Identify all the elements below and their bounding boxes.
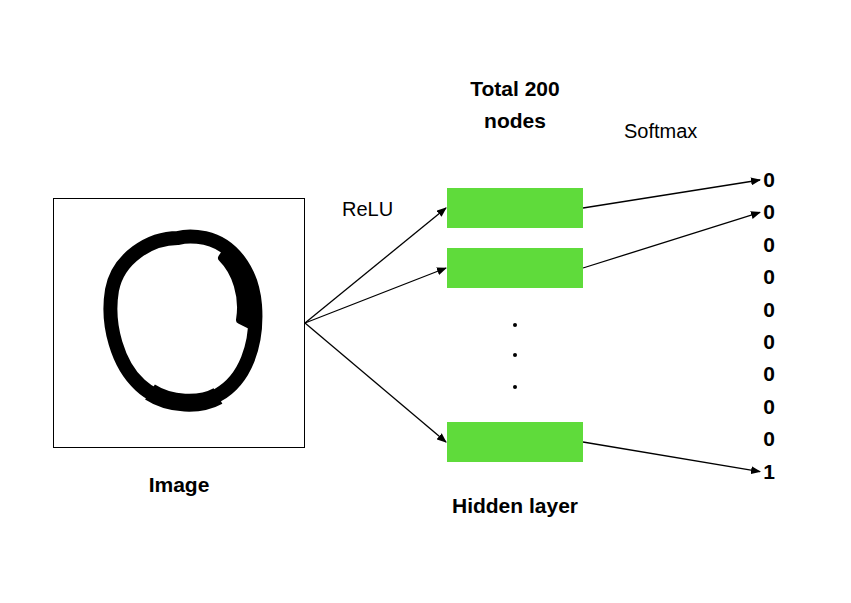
output-digit: 0: [758, 362, 780, 386]
output-activation-label: Softmax: [624, 120, 697, 143]
output-digit: 0: [758, 395, 780, 419]
connector: [305, 208, 446, 442]
output-digit: 0: [758, 200, 780, 224]
image-label: Image: [54, 473, 304, 497]
output-digit: 0: [758, 330, 780, 354]
image-box: Image: [53, 198, 305, 448]
output-digit: 0: [758, 265, 780, 289]
hidden-layer: Total 200 nodesHidden layer: [420, 70, 610, 530]
output-digit: 0: [758, 233, 780, 257]
output-value: 0: [758, 265, 780, 289]
layer-caption: Hidden layer: [410, 494, 620, 518]
hidden-unit-bar: [447, 188, 583, 228]
arrow-line: [583, 442, 760, 472]
output-digit: 0: [758, 427, 780, 451]
output-value: 0: [758, 362, 780, 386]
output-value: 0: [758, 330, 780, 354]
hidden-unit-bar: [447, 422, 583, 462]
output-digit: 0: [758, 298, 780, 322]
output-digit: 1: [758, 460, 780, 484]
layer-heading: Total 200 nodes: [465, 73, 565, 137]
output-value: 0: [758, 168, 780, 192]
connector: [583, 212, 760, 268]
output-value: 0: [758, 233, 780, 257]
arrow-line: [583, 180, 760, 208]
hidden-unit-bar: [447, 248, 583, 288]
output-value: 0: [758, 298, 780, 322]
connector: [583, 180, 760, 208]
output-digit: 0: [758, 168, 780, 192]
activation-label: ReLU: [342, 198, 393, 221]
arrow-line: [305, 323, 446, 442]
arrow-line: [583, 212, 760, 268]
output-value: 0: [758, 395, 780, 419]
output-value: 0: [758, 427, 780, 451]
handwritten-zero: [110, 237, 255, 403]
ellipsis-dots: [513, 323, 517, 389]
connector: [583, 442, 760, 472]
output-value: 1: [758, 460, 780, 484]
arrow-line: [305, 208, 446, 323]
output-value: 0: [758, 200, 780, 224]
arrow-line: [305, 268, 446, 323]
